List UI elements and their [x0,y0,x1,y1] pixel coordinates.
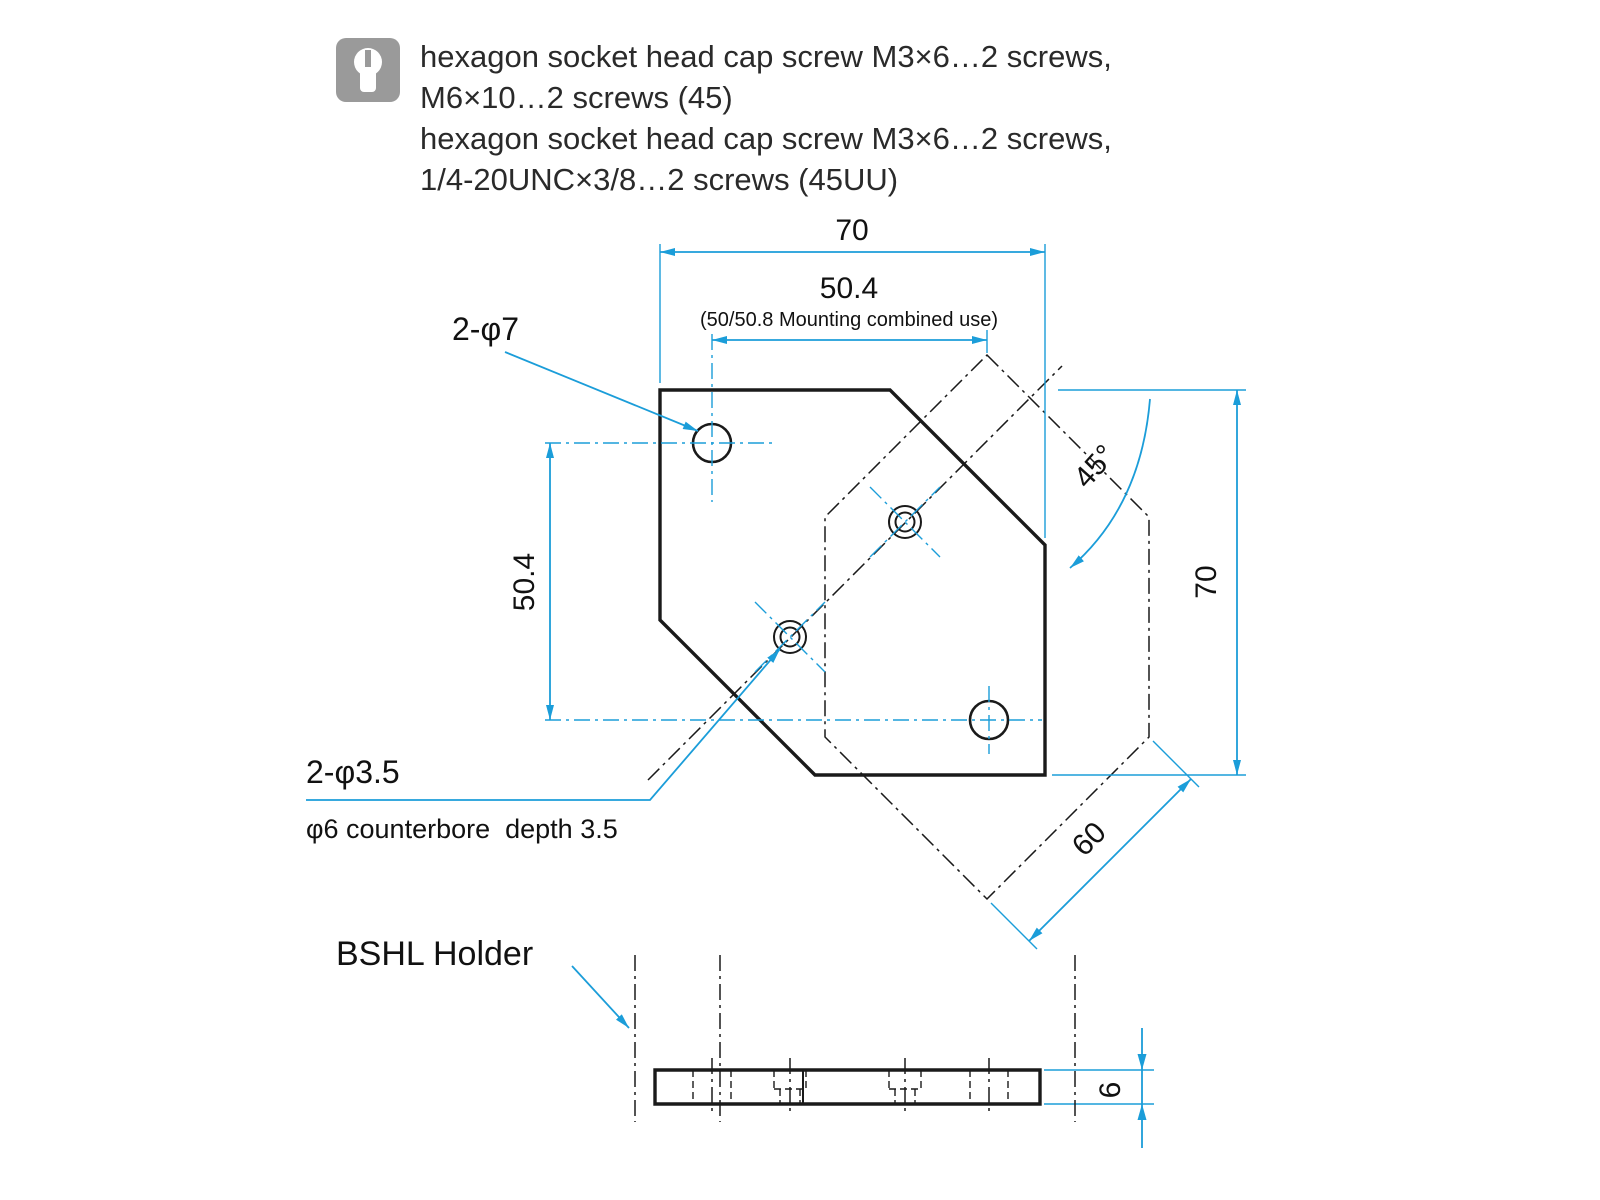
leader-line [571,965,630,1029]
side-view-center-marks [711,1058,990,1116]
dim-angle: 45° [1067,398,1151,569]
note-line-2: M6×10…2 screws (45) [420,80,733,115]
small-holes-label: 2-φ3.5 [306,754,400,790]
dimensions: 70 50.4 (50/50.8 Mounting combined use) … [508,214,1246,1148]
holder-label: BSHL Holder [336,935,533,973]
dim-thickness-label: 6 [1094,1082,1127,1099]
dim-mount-pitch: 50.4 (50/50.8 Mounting combined use) [700,272,998,353]
dim-left-pitch: 50.4 [508,443,554,720]
leader-line [306,648,781,801]
hole-cb-upper-inner [894,511,916,533]
dim-thickness: 6 [1044,1028,1154,1148]
arrow-down [1137,1054,1147,1070]
dim-mount-note-label: (50/50.8 Mounting combined use) [700,309,998,331]
leader-line [504,351,699,432]
plate-outline [658,388,1047,777]
hole-cb-upper-outer [888,505,922,539]
angle-arc [1069,398,1151,569]
dim-right-height: 70 [1052,389,1246,776]
side-view-outline [653,1068,1042,1106]
dim-mount-pitch-label: 50.4 [820,272,878,305]
note-line-3: hexagon socket head cap screw M3×6…2 scr… [420,121,1112,156]
side-view [634,955,1076,1122]
hole-cb-lower-inner [779,626,801,648]
screw-icon-slot [365,50,371,67]
hole-cb-lower-outer [773,620,807,654]
top-view [545,334,1150,901]
callout-small-holes: 2-φ3.5 φ6 counterbore depth 3.5 [306,648,781,844]
phantom-rotated-plate [824,353,1150,901]
ext-line [1152,740,1200,788]
ext-line [990,902,1038,950]
screw-icon-shaft [360,62,376,92]
dim-top-width-label: 70 [835,214,868,247]
dim-left-pitch-label: 50.4 [508,553,541,611]
note-line-4: 1/4-20UNC×3/8…2 screws (45UU) [420,162,898,197]
side-view-hidden-lines [692,1070,1009,1104]
notes-block: hexagon socket head cap screw M3×6…2 scr… [336,38,1112,197]
note-line-1: hexagon socket head cap screw M3×6…2 scr… [420,39,1112,74]
screw-icon [336,38,400,102]
callout-holder: BSHL Holder [336,935,630,1029]
dim-right-height-label: 70 [1190,565,1223,598]
counterbore-label: φ6 counterbore depth 3.5 [306,814,618,844]
dim-angle-label: 45° [1067,439,1122,495]
large-holes-label: 2-φ7 [452,311,519,347]
dim-diagonal: 60 [990,740,1200,950]
callout-large-holes: 2-φ7 [452,311,699,432]
diagonal-center-line [647,365,1063,781]
dim-diagonal-label: 60 [1066,816,1113,863]
dim-line [1028,778,1192,942]
dim-top-width: 70 [659,214,1046,538]
callouts: 2-φ7 2-φ3.5 φ6 counterbore depth 3.5 BSH… [306,311,781,1029]
arrow-up [1137,1104,1147,1120]
